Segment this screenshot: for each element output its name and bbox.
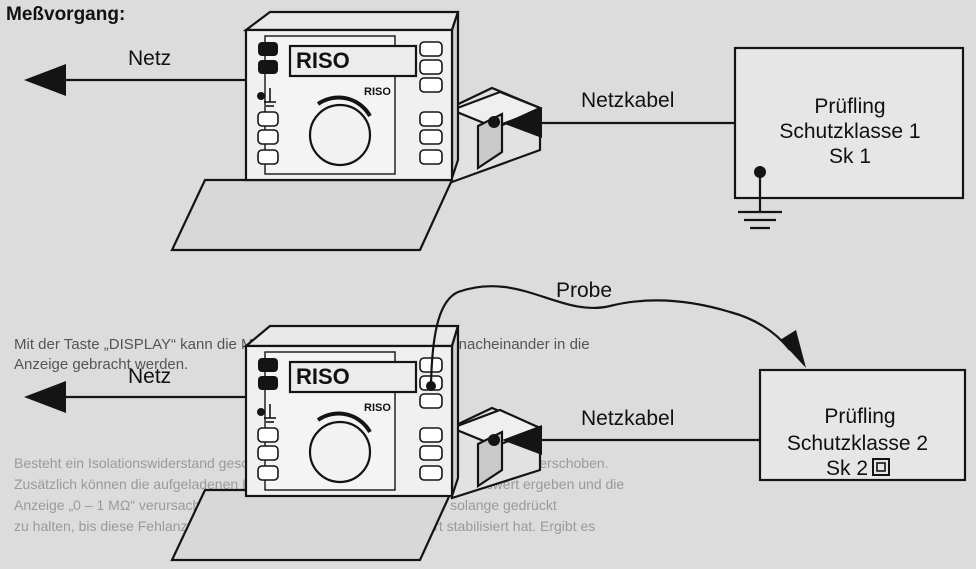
top-riso-knob-label: RISO (364, 86, 391, 98)
top-base-plate (170, 178, 454, 252)
bottom-riso-knob-label: RISO (364, 402, 391, 414)
bottom-netz-label: Netz (128, 365, 172, 388)
bottom-pruefling-line-2: Schutzklasse 2 (786, 432, 929, 455)
top-riso-display-label: RISO (296, 48, 350, 73)
bottom-base-plate (170, 488, 454, 562)
bottom-set (24, 285, 967, 562)
top-pruefling-line-1: Prüfling (814, 95, 886, 118)
top-stand-top (448, 90, 543, 130)
bottom-riso-display-label: RISO (296, 364, 350, 389)
bottom-pruefling-line-3: Sk 2 (826, 457, 869, 480)
bottom-pruefling-box (758, 368, 967, 482)
class2-icon (872, 458, 890, 476)
top-display (288, 44, 418, 78)
top-netz-arrowhead (24, 64, 66, 96)
probe-wire (429, 285, 791, 387)
bg-text-line-2: Anzeige gebracht werden. (14, 356, 189, 373)
top-socket-hole (488, 116, 500, 128)
top-netzkabel-label: Netzkabel (581, 89, 675, 112)
top-netz-label: Netz (128, 47, 172, 70)
bottom-pruefling-line-1: Prüfling (824, 405, 896, 428)
top-pruefling-line-2: Schutzklasse 1 (779, 120, 921, 143)
top-knob (308, 103, 372, 167)
probe-label: Probe (556, 279, 613, 302)
top-pruefling-box (733, 46, 965, 200)
bottom-display (288, 360, 418, 394)
bottom-knob (308, 420, 372, 484)
top-set (24, 10, 965, 252)
probe-arrowhead (780, 330, 806, 368)
top-pruefling-line-3: Sk 1 (828, 145, 872, 168)
top-device-top (242, 10, 460, 32)
top-knob-arc (316, 95, 372, 118)
bottom-netzkabel-label: Netzkabel (581, 407, 675, 430)
page-title: Meßvorgang: (6, 4, 126, 25)
